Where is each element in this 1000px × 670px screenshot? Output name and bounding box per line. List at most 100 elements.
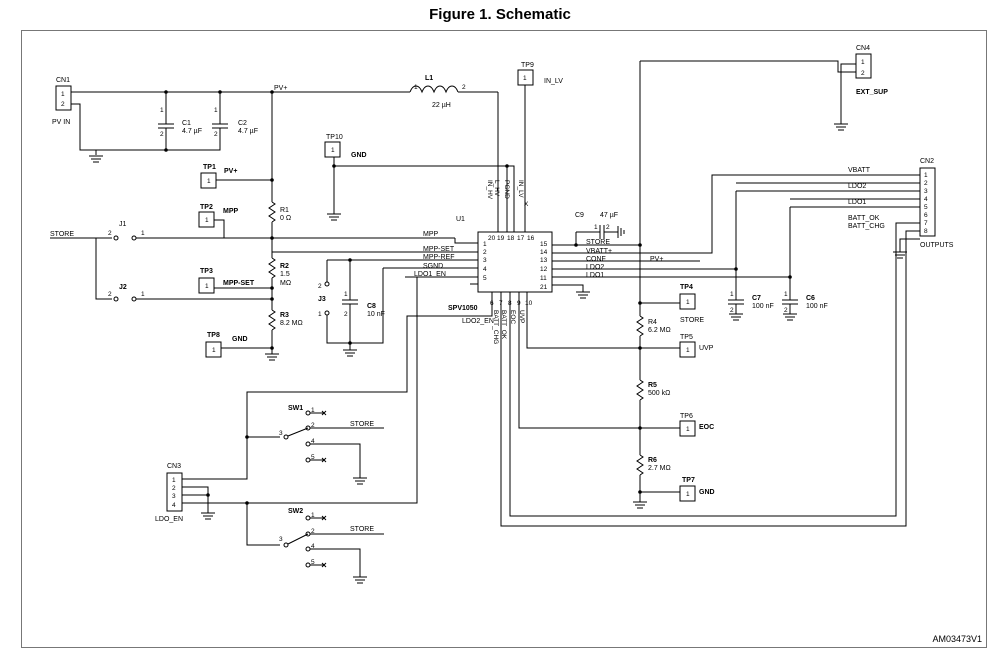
svg-text:1: 1 bbox=[686, 426, 690, 433]
svg-text:12: 12 bbox=[540, 266, 548, 273]
svg-text:3: 3 bbox=[924, 188, 928, 195]
r5-ref: R5 bbox=[648, 382, 657, 389]
net-label-pv-plus: PV+ bbox=[274, 85, 287, 92]
c9-ref: C9 bbox=[575, 212, 584, 219]
cn2-ref: CN2 bbox=[920, 158, 934, 165]
capacitor-c8: 1 2 C8 10 nF bbox=[342, 260, 385, 357]
r2-value: 1.5 bbox=[280, 271, 290, 278]
svg-text:1: 1 bbox=[311, 512, 315, 519]
net-label-mpp: MPP bbox=[423, 231, 439, 238]
svg-text:7: 7 bbox=[924, 220, 928, 227]
svg-text:5: 5 bbox=[311, 454, 315, 461]
r1-value: 0 Ω bbox=[280, 215, 291, 222]
c6-value: 100 nF bbox=[806, 303, 828, 310]
cn1-body bbox=[55, 85, 72, 111]
testpoint-tp10: TP10 1 GND bbox=[324, 134, 515, 232]
svg-text:1: 1 bbox=[686, 299, 690, 306]
svg-text:2: 2 bbox=[214, 131, 218, 138]
svg-text:1: 1 bbox=[141, 230, 145, 237]
c7-ref: C7 bbox=[752, 295, 761, 302]
tp1-ref: TP1 bbox=[203, 164, 216, 171]
pv-in-wiring bbox=[71, 91, 410, 155]
r6-ref: R6 bbox=[648, 457, 657, 464]
tp8-net: GND bbox=[232, 336, 248, 343]
svg-text:13: 13 bbox=[540, 257, 548, 264]
svg-text:20: 20 bbox=[488, 235, 496, 242]
svg-text:19: 19 bbox=[497, 235, 505, 242]
ic-top-wiring bbox=[497, 92, 508, 232]
svg-text:3: 3 bbox=[279, 430, 283, 437]
svg-text:4: 4 bbox=[311, 438, 315, 445]
r5-value: 500 kΩ bbox=[648, 390, 670, 397]
c8-ref: C8 bbox=[367, 303, 376, 310]
switch-sw2: SW2 3 1 2 STORE 4 5 bbox=[279, 508, 384, 584]
tp3-net: MPP-SET bbox=[223, 280, 255, 287]
inductor-l1: L1 1 2 22 µH bbox=[409, 75, 498, 109]
r3-value: 8.2 MΩ bbox=[280, 320, 303, 327]
svg-text:15: 15 bbox=[540, 241, 548, 248]
r3-ref: R3 bbox=[280, 312, 289, 319]
cn1-ref: CN1 bbox=[56, 77, 70, 84]
capacitor-c6: 1 2 C6 100 nF bbox=[782, 207, 828, 321]
tp5-net: UVP bbox=[699, 345, 714, 352]
svg-text:5: 5 bbox=[483, 275, 487, 282]
net-label-ldo2: LDO2 bbox=[586, 264, 604, 271]
svg-text:2: 2 bbox=[311, 528, 315, 535]
resistor-ladder: R1 0 Ω R2 1.5 MΩ R3 8.2 MΩ bbox=[265, 92, 303, 361]
testpoint-tp5: TP5 1 UVP bbox=[526, 292, 714, 358]
net-label-conf-pv: PV+ bbox=[650, 256, 663, 263]
svg-text:1: 1 bbox=[311, 407, 315, 414]
svg-text:17: 17 bbox=[517, 235, 525, 242]
svg-text:3: 3 bbox=[279, 536, 283, 543]
schematic-frame bbox=[21, 30, 987, 648]
r2-value-unit: MΩ bbox=[280, 280, 291, 287]
svg-text:2: 2 bbox=[344, 311, 348, 318]
c6-ref: C6 bbox=[806, 295, 815, 302]
ic-right-wiring: STORE VBATT+ CONF PV+ LDO2 LDO1 bbox=[552, 174, 920, 299]
svg-text:4: 4 bbox=[924, 196, 928, 203]
svg-text:2: 2 bbox=[483, 249, 487, 256]
tp4-ref: TP4 bbox=[680, 284, 693, 291]
j3-ref: J3 bbox=[318, 296, 326, 303]
svg-text:2: 2 bbox=[311, 422, 315, 429]
store-divider: R4 6.2 MΩ R5 500 kΩ R6 2.7 MΩ bbox=[633, 60, 856, 509]
svg-text:1: 1 bbox=[205, 217, 209, 224]
jumper-j1: J1 2 1 bbox=[108, 221, 455, 241]
svg-text:1: 1 bbox=[686, 347, 690, 354]
svg-text:2: 2 bbox=[606, 224, 610, 231]
c1-value: 4.7 µF bbox=[182, 128, 202, 135]
svg-text:1: 1 bbox=[523, 75, 527, 82]
svg-text:1: 1 bbox=[214, 107, 218, 114]
r1-ref: R1 bbox=[280, 207, 289, 214]
batt-status-wiring bbox=[246, 222, 920, 527]
cn4-ref: CN4 bbox=[856, 45, 870, 52]
svg-text:1: 1 bbox=[924, 172, 928, 179]
connector-cn4: CN4 1 2 EXT_SUP bbox=[834, 45, 888, 131]
capacitor-c9: C9 47 µF 1 2 bbox=[575, 212, 625, 245]
net-label-store: STORE bbox=[586, 239, 610, 246]
cn1-pin-1: 1 bbox=[61, 91, 65, 98]
capacitor-c1: 1 2 C1 4.7 µF bbox=[158, 92, 202, 150]
svg-text:2: 2 bbox=[784, 307, 788, 314]
sw2-ref: SW2 bbox=[288, 508, 303, 515]
net-label-vbatt: VBATT bbox=[848, 167, 871, 174]
svg-text:14: 14 bbox=[540, 249, 548, 256]
svg-text:5: 5 bbox=[924, 204, 928, 211]
tp7-net: GND bbox=[699, 489, 715, 496]
cn4-label: EXT_SUP bbox=[856, 89, 888, 96]
svg-text:1: 1 bbox=[686, 491, 690, 498]
svg-text:1: 1 bbox=[212, 347, 216, 354]
tp6-net: EOC bbox=[699, 424, 714, 431]
testpoint-tp7: TP7 1 GND bbox=[679, 477, 715, 502]
svg-text:2: 2 bbox=[462, 84, 466, 91]
tp4-net: STORE bbox=[680, 317, 704, 324]
r2-ref: R2 bbox=[280, 263, 289, 270]
c9-value: 47 µF bbox=[600, 212, 618, 219]
svg-text:1: 1 bbox=[318, 311, 322, 318]
figure-id: AM03473V1 bbox=[932, 634, 982, 644]
net-label-batt-ok: BATT_OK bbox=[848, 215, 880, 222]
tp2-net: MPP bbox=[223, 208, 239, 215]
svg-text:10: 10 bbox=[525, 300, 533, 307]
connector-cn1: CN1 1 2 PV IN bbox=[52, 77, 72, 126]
